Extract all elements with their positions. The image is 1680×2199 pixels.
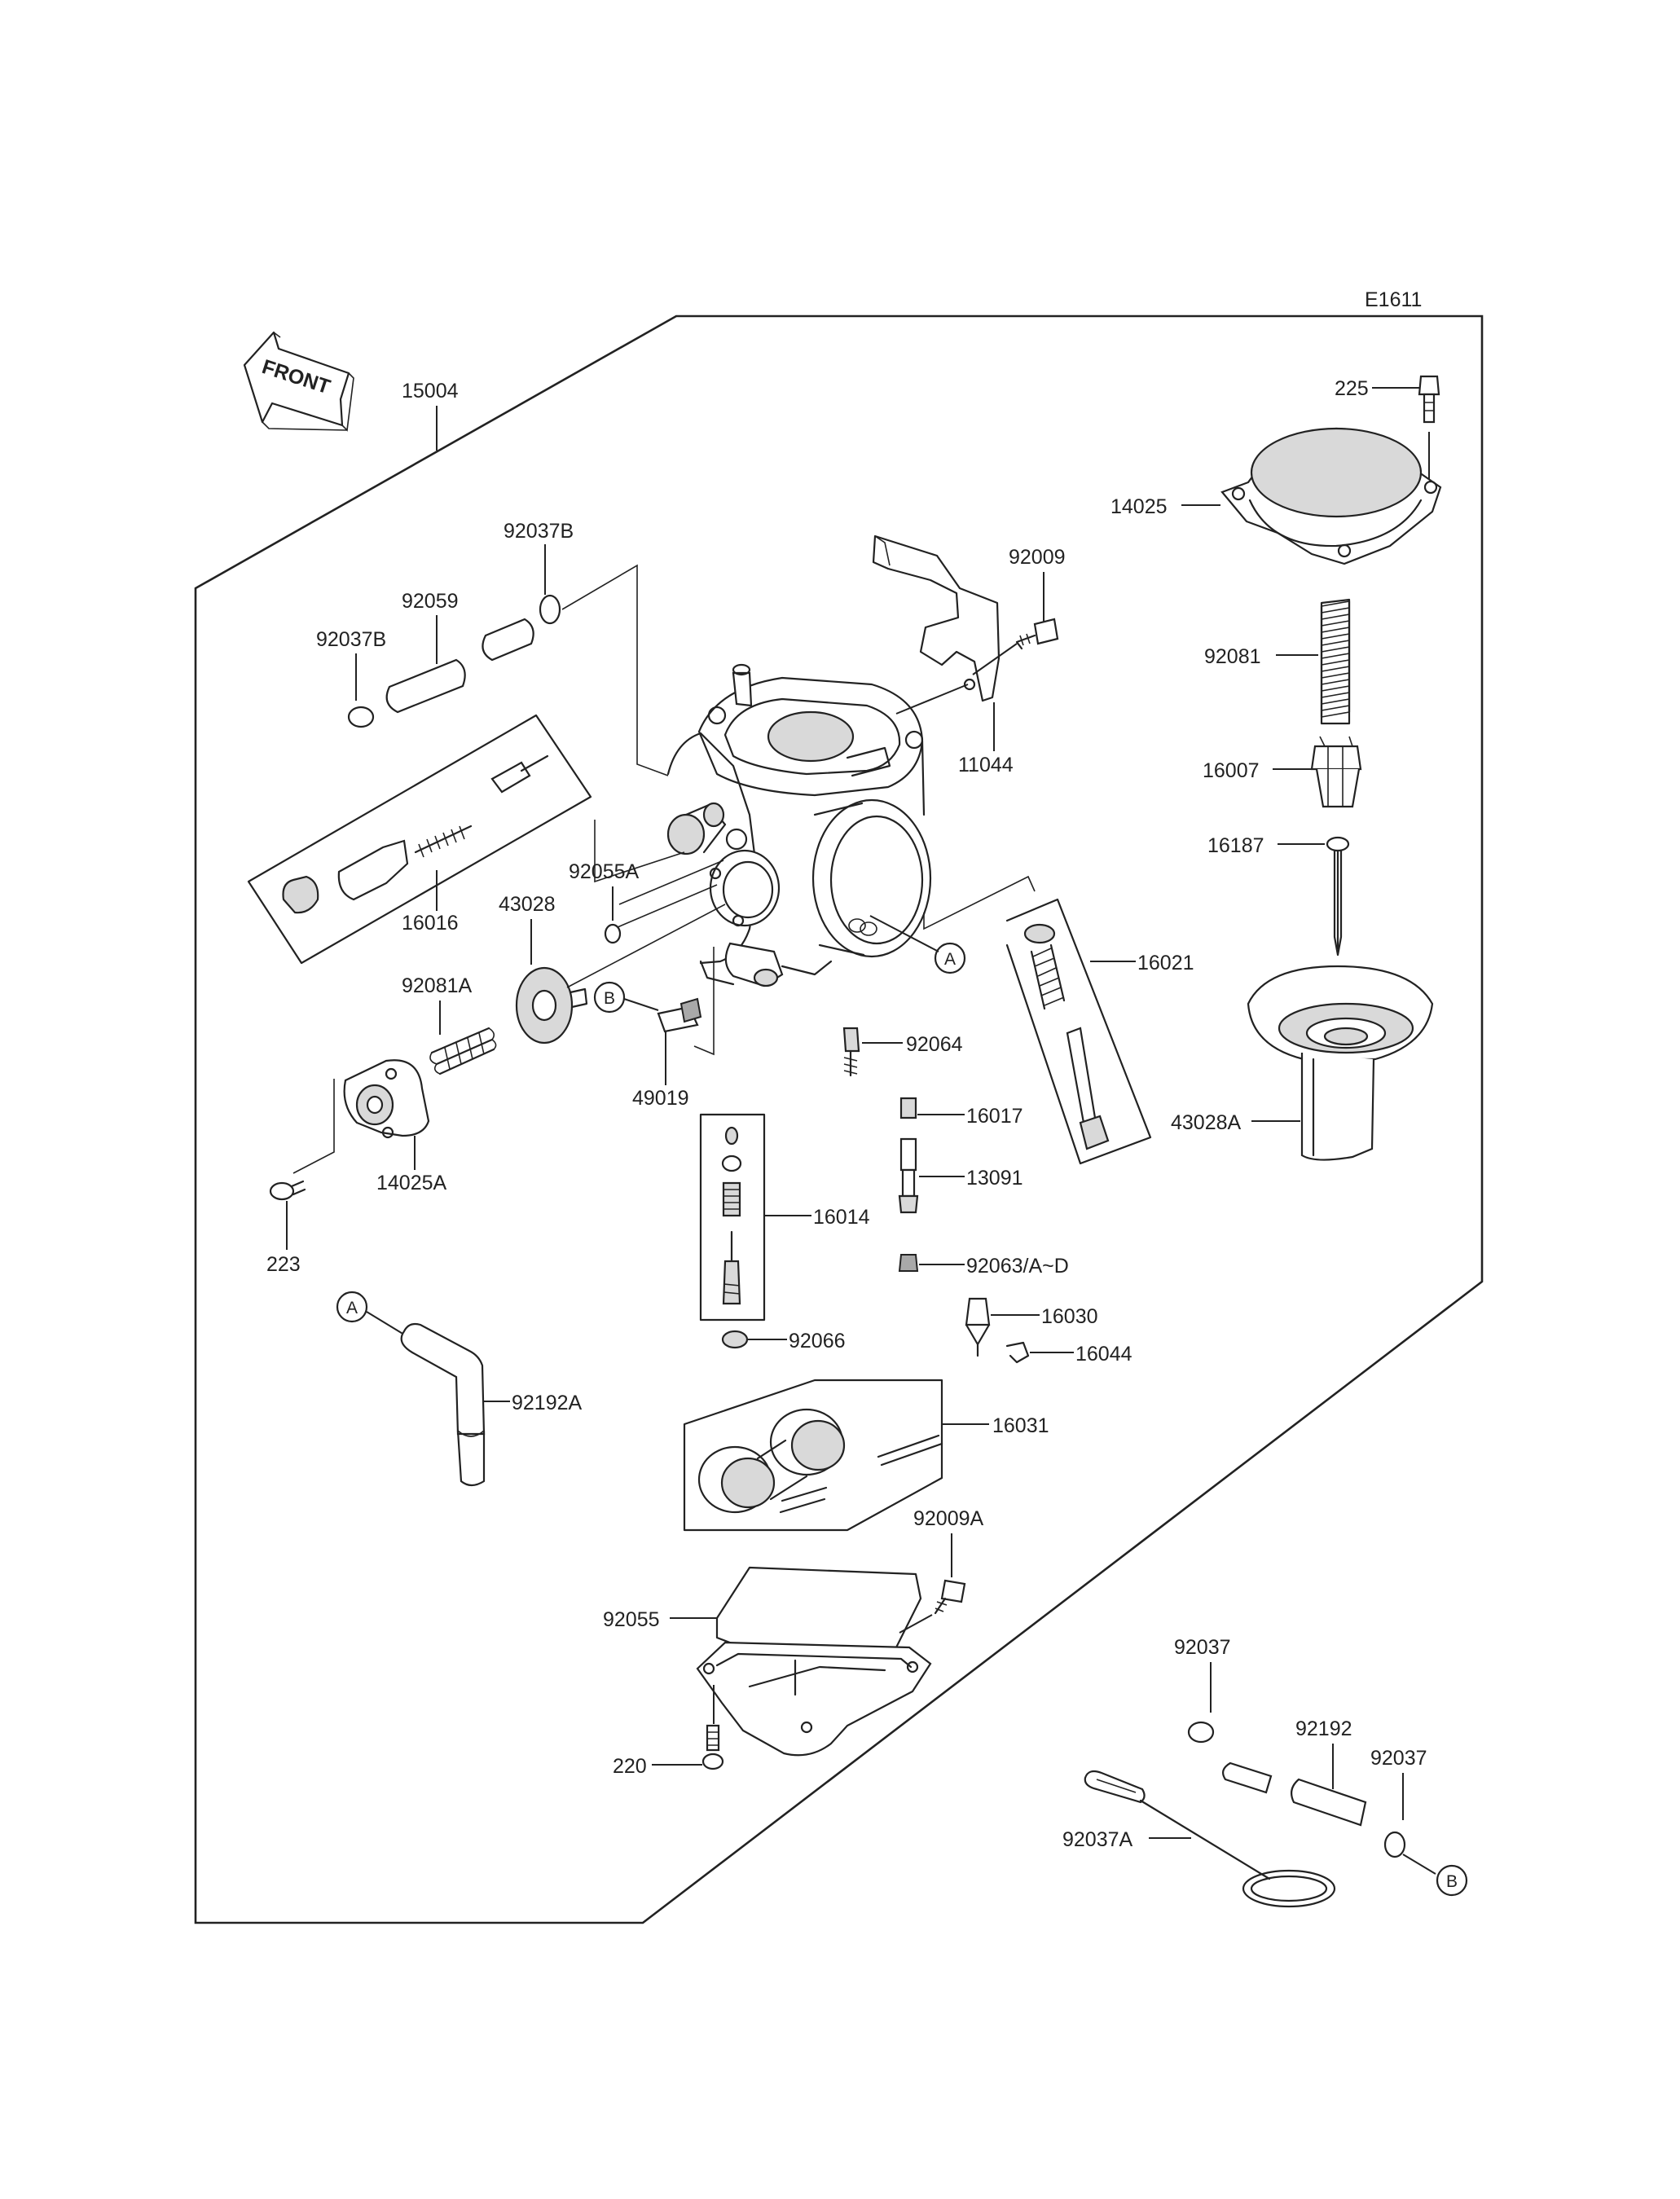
carburetor-body (666, 663, 932, 987)
jet-needle-16187 (1326, 836, 1350, 957)
clip-92037b-left (347, 706, 375, 728)
float-valve-16030 (965, 1297, 991, 1357)
needle-holder-16007 (1310, 736, 1362, 808)
label-16031: 16031 (992, 1414, 1049, 1437)
float-assembly-16031 (683, 1379, 943, 1532)
callout-b-left: B (593, 981, 626, 1014)
label-43028a: 43028A (1171, 1111, 1242, 1134)
needle-jet-13091 (898, 1137, 919, 1214)
callout-b-right: B (1436, 1864, 1468, 1897)
label-92066: 92066 (789, 1330, 846, 1352)
label-92009: 92009 (1009, 546, 1066, 569)
label-14025: 14025 (1110, 495, 1168, 518)
screw-225 (1418, 375, 1440, 424)
diaphragm-43028 (515, 966, 588, 1045)
label-92064: 92064 (906, 1033, 963, 1056)
fitting-49019 (657, 997, 702, 1033)
label-16014: 16014 (813, 1206, 870, 1229)
svg-text:A: A (944, 950, 956, 969)
label-43028: 43028 (499, 893, 556, 916)
screw-220 (701, 1724, 724, 1770)
front-arrow-label: FRONT (259, 355, 333, 398)
tube-92059 (385, 618, 534, 714)
label-92081a: 92081A (402, 974, 473, 997)
callout-a-hose: A (336, 1291, 368, 1323)
top-cover-14025 (1220, 427, 1442, 565)
spring-92081a (429, 1027, 497, 1075)
label-16017: 16017 (966, 1105, 1023, 1128)
label-16187: 16187 (1207, 834, 1264, 857)
screw-92063 (898, 1254, 919, 1272)
label-92192a: 92192A (512, 1392, 583, 1414)
screw-223 (269, 1180, 306, 1201)
jet-16017 (899, 1097, 917, 1119)
label-16007: 16007 (1203, 759, 1260, 782)
pilot-screw-set-16021 (1005, 898, 1152, 1165)
front-arrow-icon: FRONT (243, 331, 354, 432)
bracket-11044 (872, 534, 1001, 702)
jet-assembly-16014 (699, 1113, 766, 1322)
clip-16044 (1005, 1341, 1030, 1364)
screw-92009a (934, 1579, 966, 1615)
label-16016: 16016 (402, 912, 459, 935)
label-92037-upper: 92037 (1174, 1636, 1231, 1659)
screw-92064 (842, 1027, 860, 1077)
label-92037b-left: 92037B (316, 628, 386, 651)
label-220: 220 (613, 1755, 647, 1778)
hose-92192a (400, 1322, 486, 1487)
label-92059: 92059 (402, 590, 459, 613)
label-92037a: 92037A (1062, 1828, 1133, 1851)
float-bowl (696, 1641, 932, 1757)
label-92055a: 92055A (569, 860, 640, 883)
label-92055: 92055 (603, 1608, 660, 1631)
screw-92009 (1015, 618, 1059, 650)
label-16030: 16030 (1041, 1305, 1098, 1328)
label-92063: 92063/A~D (966, 1255, 1069, 1278)
label-14025a: 14025A (376, 1172, 447, 1194)
label-92081: 92081 (1204, 645, 1261, 668)
svg-text:B: B (604, 989, 615, 1008)
o-ring-92055a (604, 923, 622, 944)
cover-14025a (343, 1059, 430, 1139)
strap-92037a (1084, 1770, 1336, 1908)
label-92037b-top: 92037B (504, 520, 574, 543)
label-92009a: 92009A (913, 1507, 984, 1530)
slide-diaphragm-43028a (1247, 965, 1434, 1161)
label-15004: 15004 (402, 380, 459, 402)
clip-92037b-top (539, 594, 561, 625)
label-16044: 16044 (1075, 1343, 1132, 1366)
plug-92066 (721, 1330, 749, 1349)
label-13091: 13091 (966, 1167, 1023, 1190)
label-92037-lower: 92037 (1370, 1747, 1427, 1770)
callout-a-body: A (934, 942, 966, 974)
clip-92037-upper (1187, 1721, 1215, 1744)
label-49019: 49019 (632, 1087, 689, 1110)
label-11044: 11044 (958, 754, 1014, 776)
svg-text:A: A (346, 1299, 358, 1317)
starter-plunger-16016 (247, 714, 592, 965)
svg-text:B: B (1446, 1872, 1458, 1891)
label-223: 223 (266, 1253, 301, 1276)
tube-92192 (1221, 1761, 1367, 1827)
spring-92081 (1320, 598, 1351, 725)
clip-92037-lower (1383, 1831, 1406, 1858)
label-92192: 92192 (1295, 1717, 1352, 1740)
label-16021: 16021 (1137, 952, 1194, 974)
assembly-frame (194, 314, 1484, 1924)
label-225: 225 (1335, 377, 1369, 400)
diagram-code: E1611 (1365, 288, 1422, 311)
